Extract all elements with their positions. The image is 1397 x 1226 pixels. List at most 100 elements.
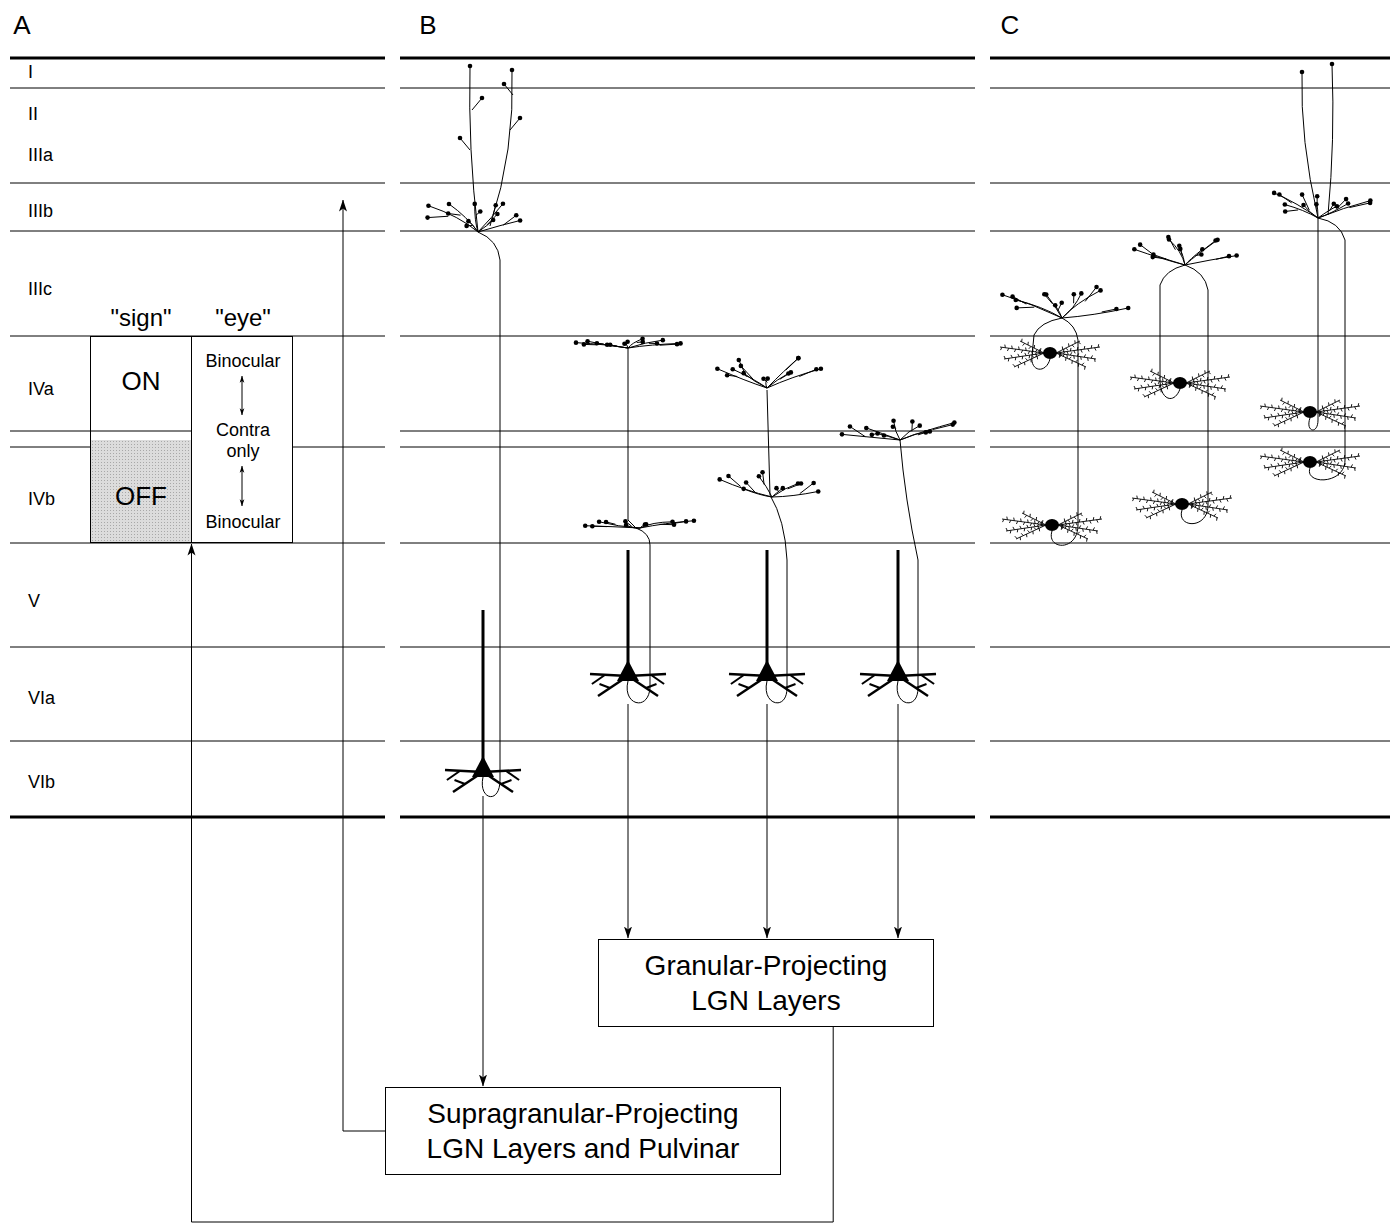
- layer-line: [990, 88, 1390, 89]
- axon-branch: [1153, 255, 1185, 265]
- layer-line: [400, 57, 975, 60]
- bouton: [583, 523, 588, 528]
- axon-branch: [772, 491, 818, 497]
- bouton: [1315, 194, 1320, 199]
- bouton: [1114, 307, 1119, 312]
- axon: [1309, 218, 1318, 430]
- layer-line: [400, 741, 975, 742]
- axon-branch: [733, 369, 767, 388]
- bouton: [1272, 191, 1277, 196]
- axon: [1032, 318, 1062, 369]
- bouton: [715, 366, 720, 371]
- layer-line: [400, 543, 975, 544]
- stellate-soma: [1303, 406, 1317, 418]
- axon-branch: [767, 358, 798, 388]
- axon-branch: [470, 66, 478, 232]
- bouton: [464, 224, 469, 229]
- bouton: [864, 426, 869, 431]
- bouton: [625, 339, 630, 344]
- layer-label: IVb: [28, 489, 55, 510]
- basal-dendrite: [870, 684, 881, 688]
- bouton: [1300, 70, 1305, 75]
- pyramidal-soma: [887, 660, 909, 681]
- table-cell: ON: [122, 367, 161, 397]
- basal-dendrite: [921, 675, 934, 684]
- table-cell: Contra only: [207, 420, 279, 461]
- axon-branch: [660, 344, 677, 345]
- spiny-dendrite: [1273, 461, 1304, 477]
- stellate-soma: [1303, 456, 1317, 468]
- layer-line: [990, 543, 1390, 544]
- pyramidal-soma: [472, 756, 494, 777]
- layer-label: I: [28, 62, 33, 83]
- bouton: [744, 480, 749, 485]
- bouton: [1053, 303, 1058, 308]
- layer-line: [400, 816, 975, 819]
- bouton: [1138, 242, 1143, 247]
- bouton: [891, 418, 896, 423]
- layer-line: [400, 183, 975, 184]
- axon-branch: [1085, 287, 1096, 301]
- bouton: [597, 520, 602, 525]
- axon-branch: [588, 341, 628, 348]
- axon-branch: [850, 426, 865, 436]
- axon-branch: [1285, 205, 1318, 218]
- neurons: [425, 62, 1372, 797]
- spiny-dendrite: [1058, 525, 1088, 542]
- bouton: [725, 373, 730, 378]
- bouton: [1079, 291, 1084, 296]
- axon-branch: [460, 138, 470, 150]
- bouton: [595, 341, 600, 346]
- basal-dendrite: [455, 780, 466, 784]
- axon: [1181, 265, 1208, 524]
- layer-line: [10, 447, 90, 448]
- axon-branch: [1274, 193, 1318, 218]
- bouton: [446, 211, 451, 216]
- bouton: [1010, 294, 1015, 299]
- layer-label: IIIb: [28, 201, 53, 222]
- bouton: [1177, 243, 1182, 248]
- layer-line: [400, 647, 975, 648]
- spiny-dendrite: [1145, 503, 1176, 519]
- layer-line: [400, 447, 975, 448]
- axon: [897, 440, 918, 703]
- projection-target-box: Supragranular-Projecting LGN Layers and …: [385, 1087, 781, 1175]
- layer-label: IIIa: [28, 145, 53, 166]
- axon-branch: [478, 204, 503, 232]
- axon-branch: [1302, 72, 1318, 218]
- axon-branch: [428, 216, 449, 217]
- spiny-dendrite: [1020, 339, 1044, 353]
- bouton: [717, 477, 722, 482]
- projection-connector: [192, 544, 834, 1222]
- axon-branch: [472, 98, 482, 110]
- spiny-dendrite: [1186, 370, 1211, 383]
- axon: [478, 232, 500, 797]
- output-arrow: [483, 796, 484, 1086]
- axon-branch: [1318, 201, 1370, 218]
- bouton: [684, 519, 689, 524]
- layer-line: [10, 57, 385, 60]
- axon-branch: [741, 366, 753, 379]
- bouton: [774, 486, 779, 491]
- bouton: [730, 367, 735, 372]
- bouton: [1150, 255, 1155, 260]
- bouton: [765, 376, 770, 381]
- layer-line: [990, 647, 1390, 648]
- apical-dendrite: [897, 550, 900, 664]
- layer-label: VIa: [28, 688, 55, 709]
- bouton: [514, 213, 519, 218]
- bouton: [741, 371, 746, 376]
- layer-line: [400, 431, 975, 432]
- axon: [1309, 218, 1345, 480]
- pyramidal-soma: [756, 660, 778, 681]
- bouton: [605, 342, 610, 347]
- bouton: [1215, 238, 1220, 243]
- axon-branch: [1017, 307, 1035, 309]
- bouton: [789, 370, 794, 375]
- spiny-dendrite: [1316, 460, 1356, 471]
- spiny-dendrite: [1056, 340, 1081, 353]
- table-cell: Binocular: [205, 512, 280, 533]
- axon-branch: [933, 425, 953, 430]
- bouton: [799, 481, 804, 486]
